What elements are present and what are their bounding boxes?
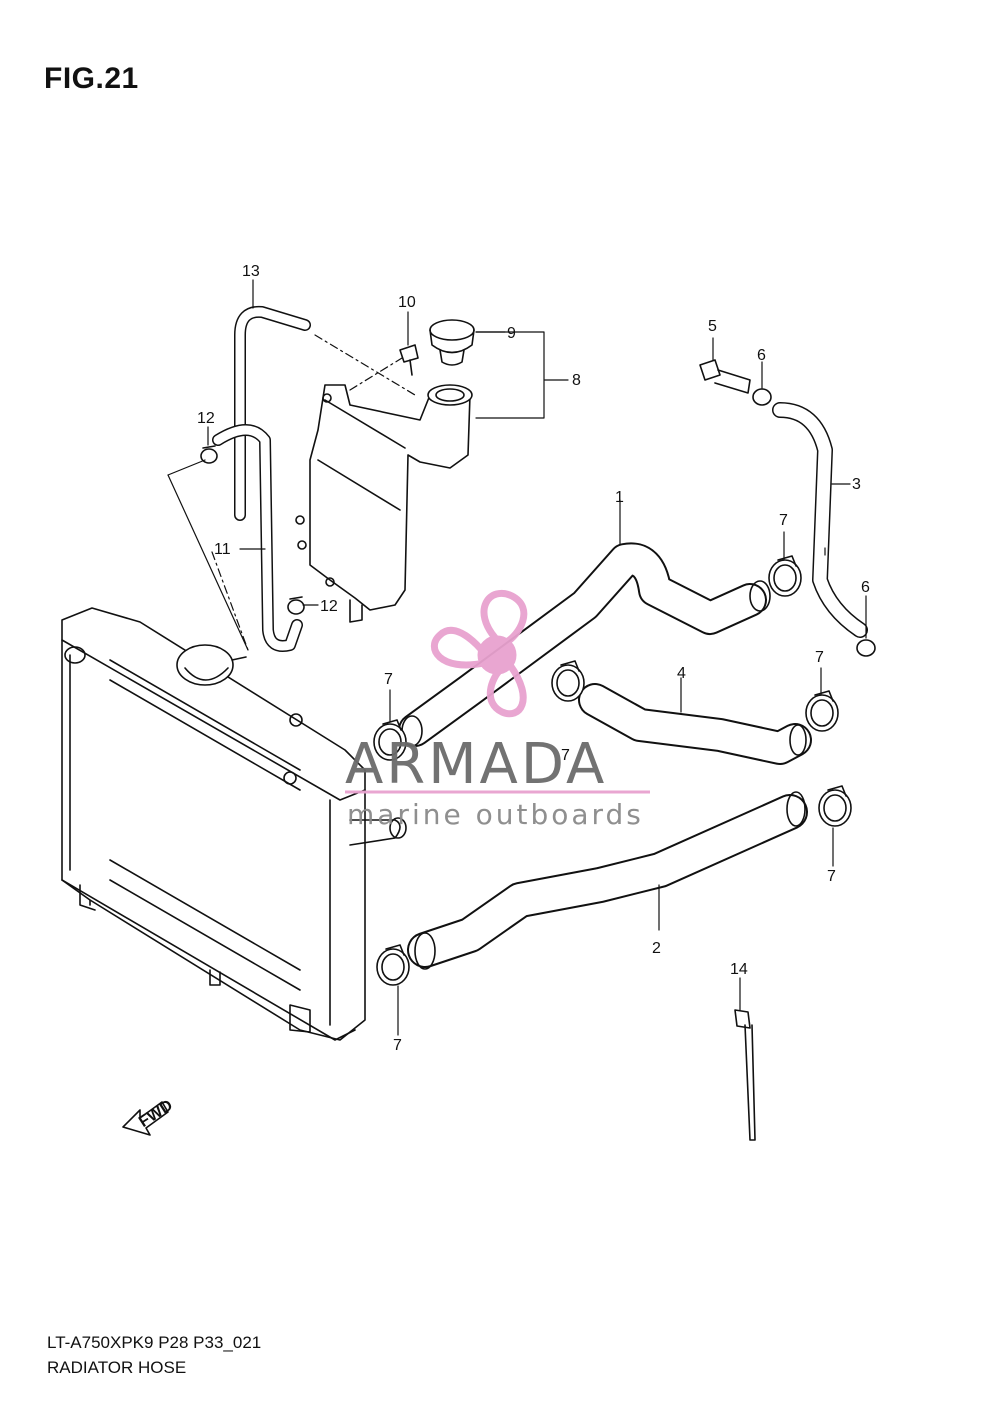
clip-12-lower [287,596,305,615]
fitting-5 [699,359,751,394]
watermark-brand: ARMADA [345,732,607,797]
watermark-tagline: marine outboards [347,798,644,831]
hose-3 [772,402,868,638]
part-label-13: 13 [242,263,260,280]
diagram-code: LT-A750XPK9 P28 P33_021 [47,1333,262,1352]
part-label-8: 8 [572,372,581,389]
clamp-7e [818,785,852,827]
part-label-7e: 7 [393,1037,402,1054]
fwd-arrow-label: FWD [136,1097,176,1131]
propeller-logo [431,589,528,718]
part-label-1: 1 [615,489,624,506]
part-label-3: 3 [852,476,861,493]
hose-1 [398,542,771,747]
part-label-10: 10 [398,294,416,311]
watermark: ARMADA marine outboards [345,589,650,831]
fwd-arrow [122,1101,169,1136]
part-label-7c: 7 [815,649,824,666]
part-label-7a: 7 [779,512,788,529]
clamp-7a [768,555,802,597]
hose-13 [234,305,311,521]
part-label-6-upper: 6 [757,347,766,364]
part-label-7f: 7 [561,747,570,764]
bolt-10 [399,344,419,376]
reservoir-tank [295,384,473,623]
clamp-7d [805,690,839,732]
part-label-14: 14 [730,961,748,978]
part-label-5: 5 [708,318,717,335]
hose-4 [578,683,812,765]
hose-11 [212,424,303,652]
diagram-name: RADIATOR HOSE [47,1358,187,1377]
part-label-12-lower: 12 [320,598,338,615]
part-label-6-lower: 6 [861,579,870,596]
figure-title: FIG.21 [44,62,139,95]
part-label-7d: 7 [827,868,836,885]
part-label-9: 9 [507,325,516,342]
radiator [61,607,407,1041]
reservoir-cap [429,319,475,366]
part-label-2: 2 [652,940,661,957]
clamp-6-lower [856,639,876,657]
part-label-11: 11 [214,541,231,558]
cable-tie-14 [734,1009,756,1141]
part-label-7b: 7 [384,671,393,688]
leader-lines [167,279,867,1036]
clamp-7b [373,719,407,761]
clamp-7c [551,660,585,702]
part-label-4: 4 [677,665,686,682]
part-label-12-upper: 12 [197,410,215,427]
clamp-6-upper [752,388,772,406]
clamp-7f [376,944,410,986]
hose-2 [407,791,808,970]
